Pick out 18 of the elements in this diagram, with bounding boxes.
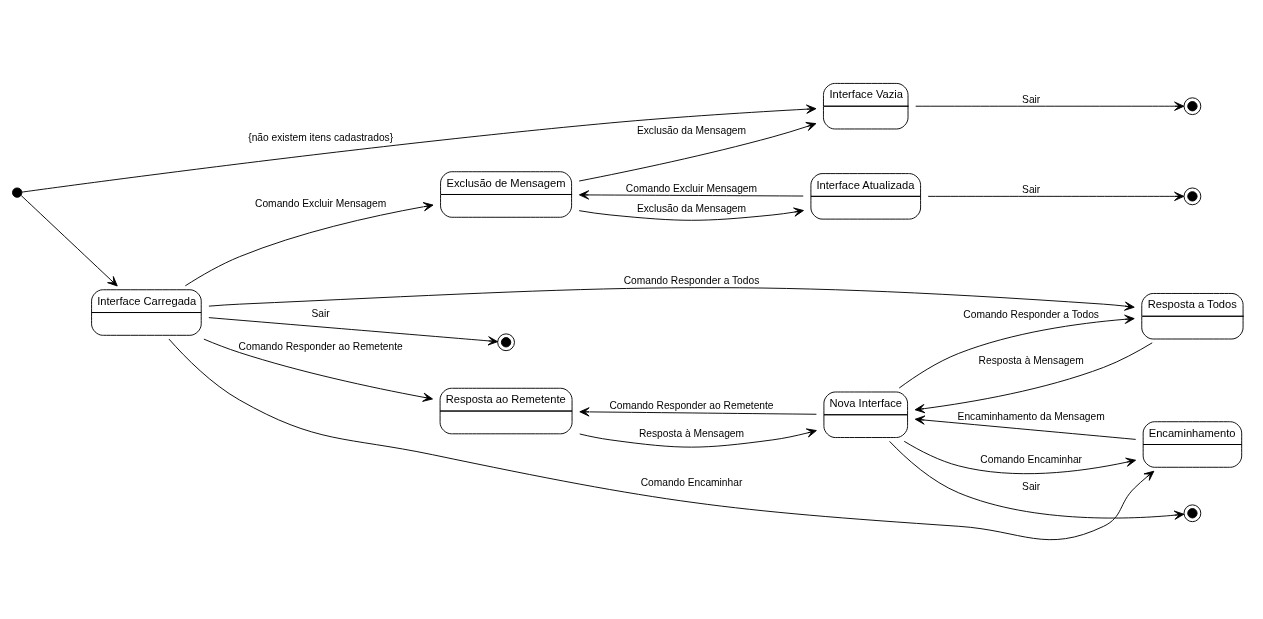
edge-label: Comando Responder ao Remetente [238, 340, 403, 352]
edge-label: Comando Excluir Mensagem [255, 197, 387, 209]
edge-label: Exclusão da Mensagem [636, 202, 747, 214]
edge-label: Sair [1022, 183, 1041, 195]
edge-label: {não existem itens cadastrados} [248, 131, 394, 143]
edge-label: Resposta à Mensagem [638, 427, 745, 439]
edge-label: Resposta à Mensagem [978, 354, 1084, 366]
edge-label: Comando Encaminhar [640, 476, 743, 488]
edge-label: Comando Encaminhar [980, 453, 1083, 465]
edge-label: Comando Responder a Todos [963, 308, 1099, 320]
edge-label: Sair [1022, 480, 1041, 492]
edge-label: Comando Responder a Todos [623, 274, 760, 286]
edge-label: Encaminhamento da Mensagem [957, 410, 1105, 422]
edge-label: Sair [311, 307, 330, 319]
edge-label: Sair [1022, 93, 1041, 105]
edge-label: Comando Responder ao Remetente [609, 399, 774, 411]
edge-label: Comando Excluir Mensagem [625, 182, 758, 194]
edge-label: Exclusão da Mensagem [636, 124, 747, 136]
